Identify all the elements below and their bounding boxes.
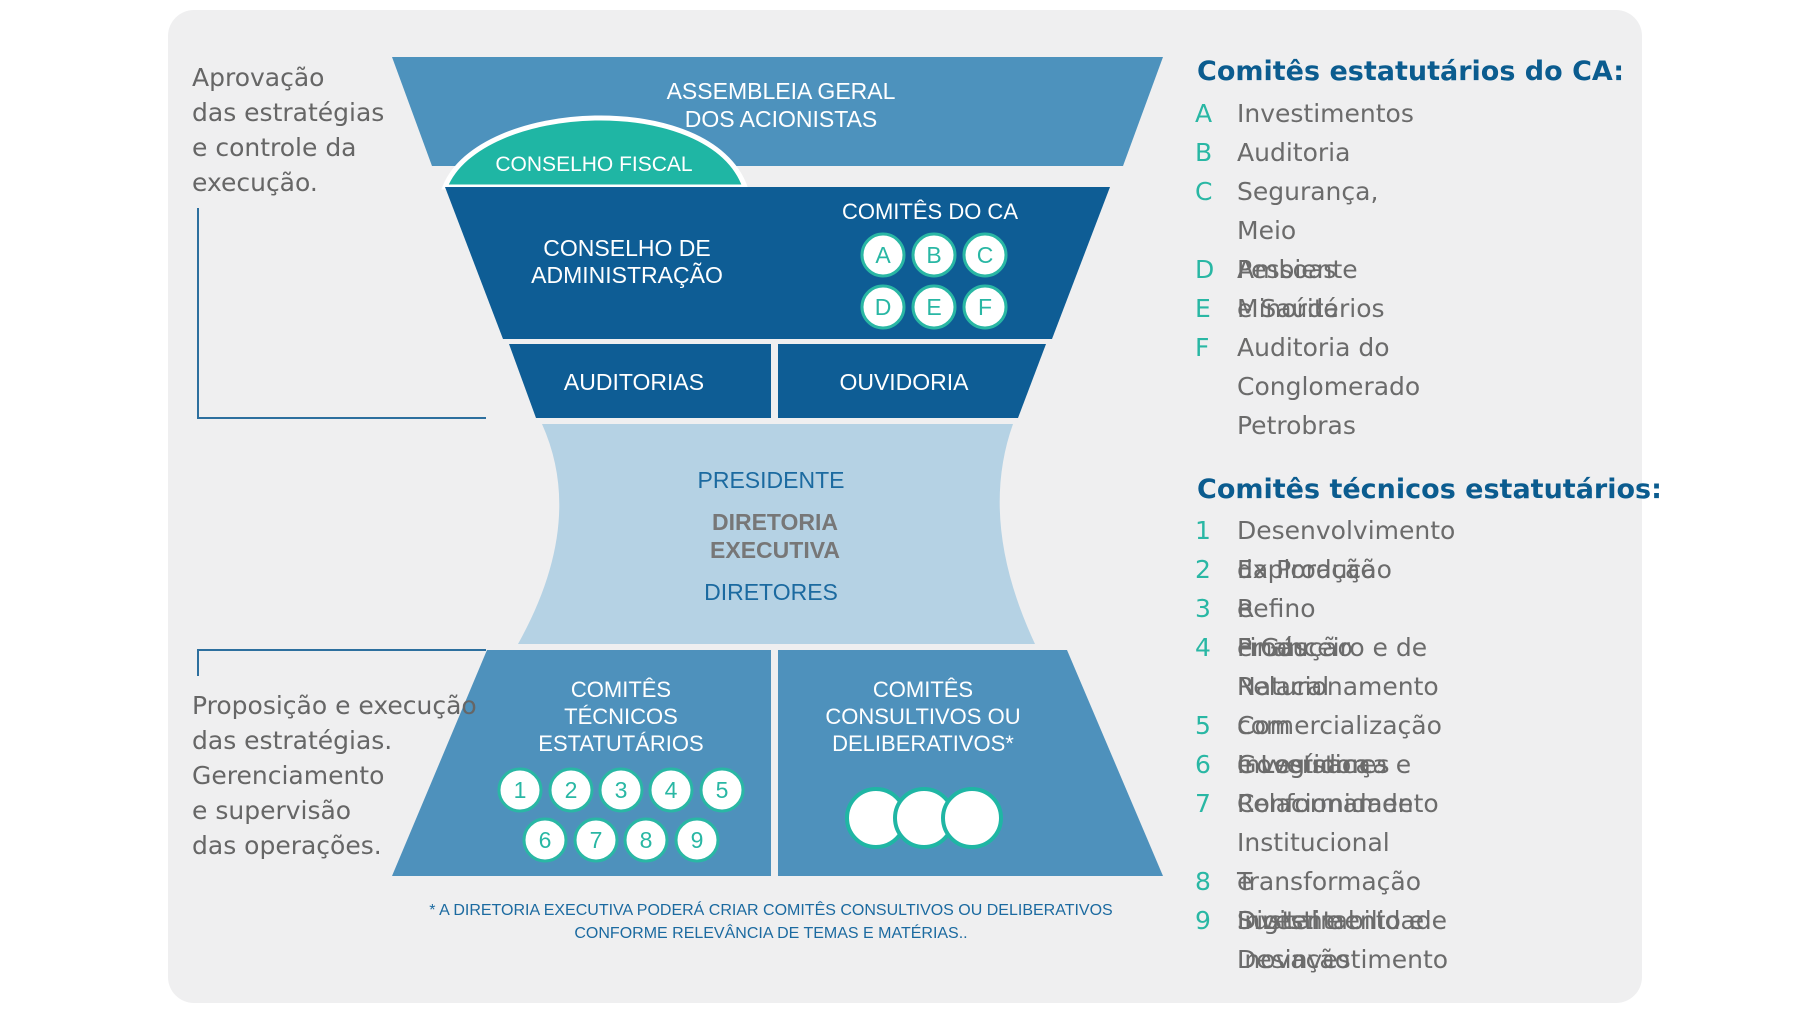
consultative-circle (941, 787, 1003, 849)
list-key: 3 (1195, 594, 1211, 623)
technical-committees-label-2: TÉCNICOS (564, 704, 678, 729)
proposal-note: Proposição e execução das estratégias. G… (192, 691, 477, 860)
list-key: E (1195, 294, 1211, 323)
ca-committee-badges: A B C D E F (860, 232, 1008, 330)
badge-label: F (978, 294, 992, 320)
badge-label: C (977, 242, 994, 268)
badge-label: 5 (716, 777, 729, 803)
list-text: Refino e Gás Natural (1237, 594, 1330, 701)
list-key: 7 (1195, 789, 1211, 818)
badge-label: D (875, 294, 892, 320)
consultative-label-1: COMITÊS (873, 677, 973, 702)
approval-note: Aprovação das estratégias e controle da … (192, 63, 385, 197)
badge-circle (573, 817, 619, 863)
badge-label: 6 (539, 827, 552, 853)
list-key: 1 (1195, 516, 1211, 545)
ombudsman-shape (778, 344, 1046, 418)
badge-circle (962, 284, 1008, 330)
ca-committees-title: Comitês estatutários do CA: (1197, 56, 1625, 87)
executive-board-2: EXECUTIVA (710, 537, 840, 563)
list-text: Comercialização e Logística (1237, 711, 1442, 779)
list-text: Exploração e Produção (1237, 555, 1376, 662)
badge-circle (522, 817, 568, 863)
list-text: Minoritários (1237, 294, 1385, 323)
list-text: Investimento e Desinvestimento (1237, 906, 1449, 974)
proposal-bracket (197, 649, 486, 676)
footnote-line-2: CONFORME RELEVÂNCIA DE TEMAS E MATÉRIAS.… (574, 923, 967, 942)
badge-circle (699, 767, 745, 813)
list-key: 8 (1195, 867, 1211, 896)
fiscal-council-shape (441, 115, 749, 190)
badge-circle (598, 767, 644, 813)
technical-committees-label-1: COMITÊS (571, 677, 671, 702)
badge-label: A (875, 242, 891, 268)
board-label-1: CONSELHO DE (543, 235, 710, 261)
badge-label: 9 (691, 827, 704, 853)
badge-label: 4 (665, 777, 678, 803)
badge-circle (648, 767, 694, 813)
executive-shape (518, 424, 1035, 644)
assembly-label-1: ASSEMBLEIA GERAL (667, 78, 896, 104)
executive-board-1: DIRETORIA (712, 509, 838, 535)
badge-label: 3 (615, 777, 628, 803)
footnote-line-1: * A DIRETORIA EXECUTIVA PODERÁ CRIAR COM… (429, 900, 1112, 919)
list-key: D (1195, 255, 1215, 284)
badge-label: 7 (590, 827, 603, 853)
list-key: A (1195, 99, 1213, 128)
badge-label: E (926, 294, 941, 320)
board-label-2: ADMINISTRAÇÃO (531, 262, 723, 288)
badge-label: 8 (640, 827, 653, 853)
technical-committees-label-3: ESTATUTÁRIOS (538, 731, 703, 756)
badge-circle (674, 817, 720, 863)
approval-bracket (197, 208, 486, 419)
audits-shape (509, 344, 771, 418)
badge-label: 2 (565, 777, 578, 803)
audits-label: AUDITORIAS (564, 369, 704, 395)
fiscal-council-label: CONSELHO FISCAL (495, 153, 692, 176)
badge-circle (962, 232, 1008, 278)
list-key: C (1195, 177, 1213, 206)
list-key: 9 (1195, 906, 1211, 935)
badge-circle (860, 284, 906, 330)
badge-label: B (926, 242, 941, 268)
consultative-circles (845, 787, 1003, 849)
list-text: Auditoria do Conglomerado Petrobras (1237, 333, 1421, 440)
list-key: 4 (1195, 633, 1211, 662)
list-text: Desenvolvimento da Produção (1237, 516, 1456, 584)
list-text: Investimentos (1237, 99, 1414, 128)
badge-circle (860, 232, 906, 278)
badge-circle (548, 767, 594, 813)
executive-president: PRESIDENTE (698, 467, 845, 493)
list-text: Governança e Conformidade (1237, 750, 1414, 818)
list-key: 5 (1195, 711, 1211, 740)
executive-directors: DIRETORES (704, 579, 838, 605)
list-key: F (1195, 333, 1210, 362)
badge-circle (497, 767, 543, 813)
badge-circle (623, 817, 669, 863)
technical-committee-badges: 1 2 3 4 5 6 7 8 9 (497, 767, 745, 863)
technical-list-title: Comitês técnicos estatutários: (1197, 474, 1662, 505)
assembly-label-2: DOS ACIONISTAS (685, 106, 878, 132)
consultative-label-3: DELIBERATIVOS* (832, 731, 1014, 756)
board-committees-title: COMITÊS DO CA (842, 199, 1018, 224)
list-text: Segurança, Meio Ambiente e Saúde (1237, 177, 1379, 323)
ombudsman-label: OUVIDORIA (839, 369, 969, 395)
technical-committees-shape (392, 650, 771, 876)
list-key: 2 (1195, 555, 1211, 584)
badge-circle (911, 284, 957, 330)
list-text: Financeiro e de Relacionamento com Inves… (1237, 633, 1439, 779)
consultative-label-2: CONSULTIVOS OU (825, 704, 1020, 729)
list-key: 6 (1195, 750, 1211, 779)
badge-label: 1 (514, 777, 527, 803)
list-text: Pessoas (1237, 255, 1337, 284)
list-key: B (1195, 138, 1213, 167)
list-text: Relacionamento Institucional e Sustentab… (1237, 789, 1448, 935)
list-text: Auditoria (1237, 138, 1351, 167)
badge-circle (911, 232, 957, 278)
list-text: Transformação Digital e Inovação (1237, 867, 1422, 974)
